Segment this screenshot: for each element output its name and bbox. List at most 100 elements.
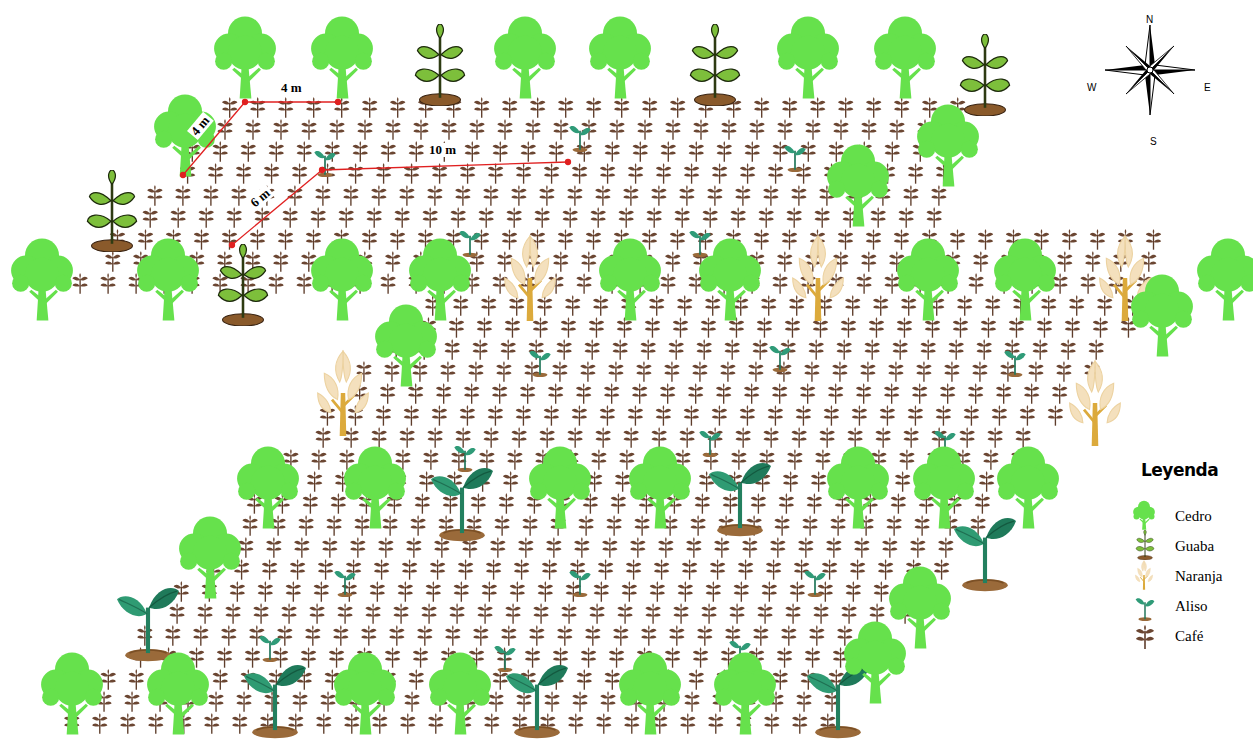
coffee-plant bbox=[628, 405, 643, 425]
coffee-plant bbox=[894, 229, 909, 249]
coffee-plant bbox=[669, 625, 684, 645]
coffee-plant bbox=[249, 625, 264, 645]
coffee-plant bbox=[981, 317, 996, 337]
coffee-plant bbox=[129, 669, 144, 689]
coffee-plant bbox=[307, 471, 322, 491]
cedro-tree bbox=[154, 94, 216, 176]
coffee-plant bbox=[764, 713, 779, 733]
aliso-seedling bbox=[784, 146, 805, 172]
coffee-plant bbox=[589, 317, 604, 337]
coffee-plant bbox=[362, 97, 377, 117]
coffee-plant bbox=[548, 383, 563, 403]
coffee-plant bbox=[432, 405, 447, 425]
coffee-plant bbox=[988, 427, 1003, 447]
cedro-tree bbox=[997, 446, 1059, 528]
coffee-plant bbox=[802, 515, 817, 535]
coffee-plant bbox=[298, 515, 313, 535]
coffee-plant bbox=[546, 537, 561, 557]
coffee-plant bbox=[406, 537, 421, 557]
coffee-plant bbox=[978, 229, 993, 249]
coffee-plant bbox=[399, 185, 414, 205]
coffee-plant bbox=[565, 295, 580, 315]
cedro-tree bbox=[589, 16, 651, 98]
coffee-plant bbox=[552, 361, 567, 381]
coffee-plant bbox=[533, 603, 548, 623]
coffee-plant bbox=[841, 603, 856, 623]
coffee-plant bbox=[361, 625, 376, 645]
coffee-plant bbox=[894, 97, 909, 117]
coffee-plant bbox=[725, 339, 740, 359]
coffee-plant bbox=[736, 427, 751, 447]
coffee-plant bbox=[735, 185, 750, 205]
coffee-plant bbox=[721, 119, 736, 139]
coffee-plant bbox=[393, 603, 408, 623]
cedro-tree bbox=[874, 16, 936, 98]
coffee-plant bbox=[217, 119, 232, 139]
coffee-plant bbox=[539, 185, 554, 205]
coffee-plant bbox=[585, 339, 600, 359]
cedro-tree bbox=[917, 104, 979, 186]
coffee-plant bbox=[807, 493, 822, 513]
coffee-plant bbox=[810, 97, 825, 117]
guaba-plant bbox=[960, 34, 1009, 116]
coffee-plant bbox=[1048, 405, 1063, 425]
coffee-plant bbox=[199, 207, 214, 227]
coffee-plant bbox=[222, 229, 237, 249]
coffee-plant bbox=[544, 163, 559, 183]
aliso-seedling bbox=[569, 126, 590, 152]
coffee-plant bbox=[428, 713, 443, 733]
coffee-plant bbox=[754, 97, 769, 117]
coffee-plant bbox=[503, 471, 518, 491]
coffee-plant bbox=[594, 581, 609, 601]
coffee-plant bbox=[703, 207, 718, 227]
coffee-plant bbox=[910, 537, 925, 557]
coffee-plant bbox=[311, 449, 326, 469]
coffee-plant bbox=[417, 625, 432, 645]
coffee-plant bbox=[577, 669, 592, 689]
coffee-plant bbox=[874, 581, 889, 601]
coffee-plant bbox=[516, 691, 531, 711]
cedro-tree bbox=[714, 652, 776, 734]
coffee-plant bbox=[884, 273, 899, 293]
coffee-plant bbox=[624, 713, 639, 733]
coffee-plant bbox=[712, 405, 727, 425]
coffee-plant bbox=[604, 383, 619, 403]
coffee-plant bbox=[449, 603, 464, 623]
coffee-plant bbox=[581, 647, 596, 667]
coffee-plant bbox=[838, 97, 853, 117]
coffee-plant bbox=[972, 361, 987, 381]
coffee-plant bbox=[622, 581, 637, 601]
coffee-plant bbox=[505, 603, 520, 623]
coffee-plant bbox=[334, 97, 349, 117]
coffee-plant bbox=[473, 339, 488, 359]
cedro-tree bbox=[409, 238, 471, 320]
coffee-plant bbox=[516, 163, 531, 183]
coffee-plant bbox=[314, 581, 329, 601]
coffee-plant bbox=[306, 97, 321, 117]
coffee-plant bbox=[785, 603, 800, 623]
coffee-plant bbox=[927, 207, 942, 227]
coffee-plant bbox=[148, 713, 163, 733]
coffee-plant bbox=[957, 295, 972, 315]
coffee-plant bbox=[661, 141, 676, 161]
cedro-tree bbox=[619, 652, 681, 734]
coffee-plant bbox=[553, 647, 568, 667]
coffee-plant bbox=[445, 339, 460, 359]
coffee-plant bbox=[273, 647, 288, 667]
coffee-plant bbox=[460, 405, 475, 425]
coffee-plant bbox=[511, 185, 526, 205]
coffee-plant bbox=[782, 97, 797, 117]
coffee-plant bbox=[1090, 229, 1105, 249]
coffee-plant bbox=[787, 207, 802, 227]
coffee-plant bbox=[400, 713, 415, 733]
coffee-plant bbox=[493, 141, 508, 161]
legend-entry: Cedro bbox=[1175, 507, 1212, 525]
compass-letter: W bbox=[1087, 82, 1096, 93]
cedro-tree bbox=[179, 516, 241, 598]
coffee-plant bbox=[344, 713, 359, 733]
coffee-plant bbox=[608, 361, 623, 381]
coffee-plant bbox=[580, 361, 595, 381]
coffee-plant bbox=[628, 163, 643, 183]
coffee-plant bbox=[619, 449, 634, 469]
coffee-plant bbox=[315, 185, 330, 205]
